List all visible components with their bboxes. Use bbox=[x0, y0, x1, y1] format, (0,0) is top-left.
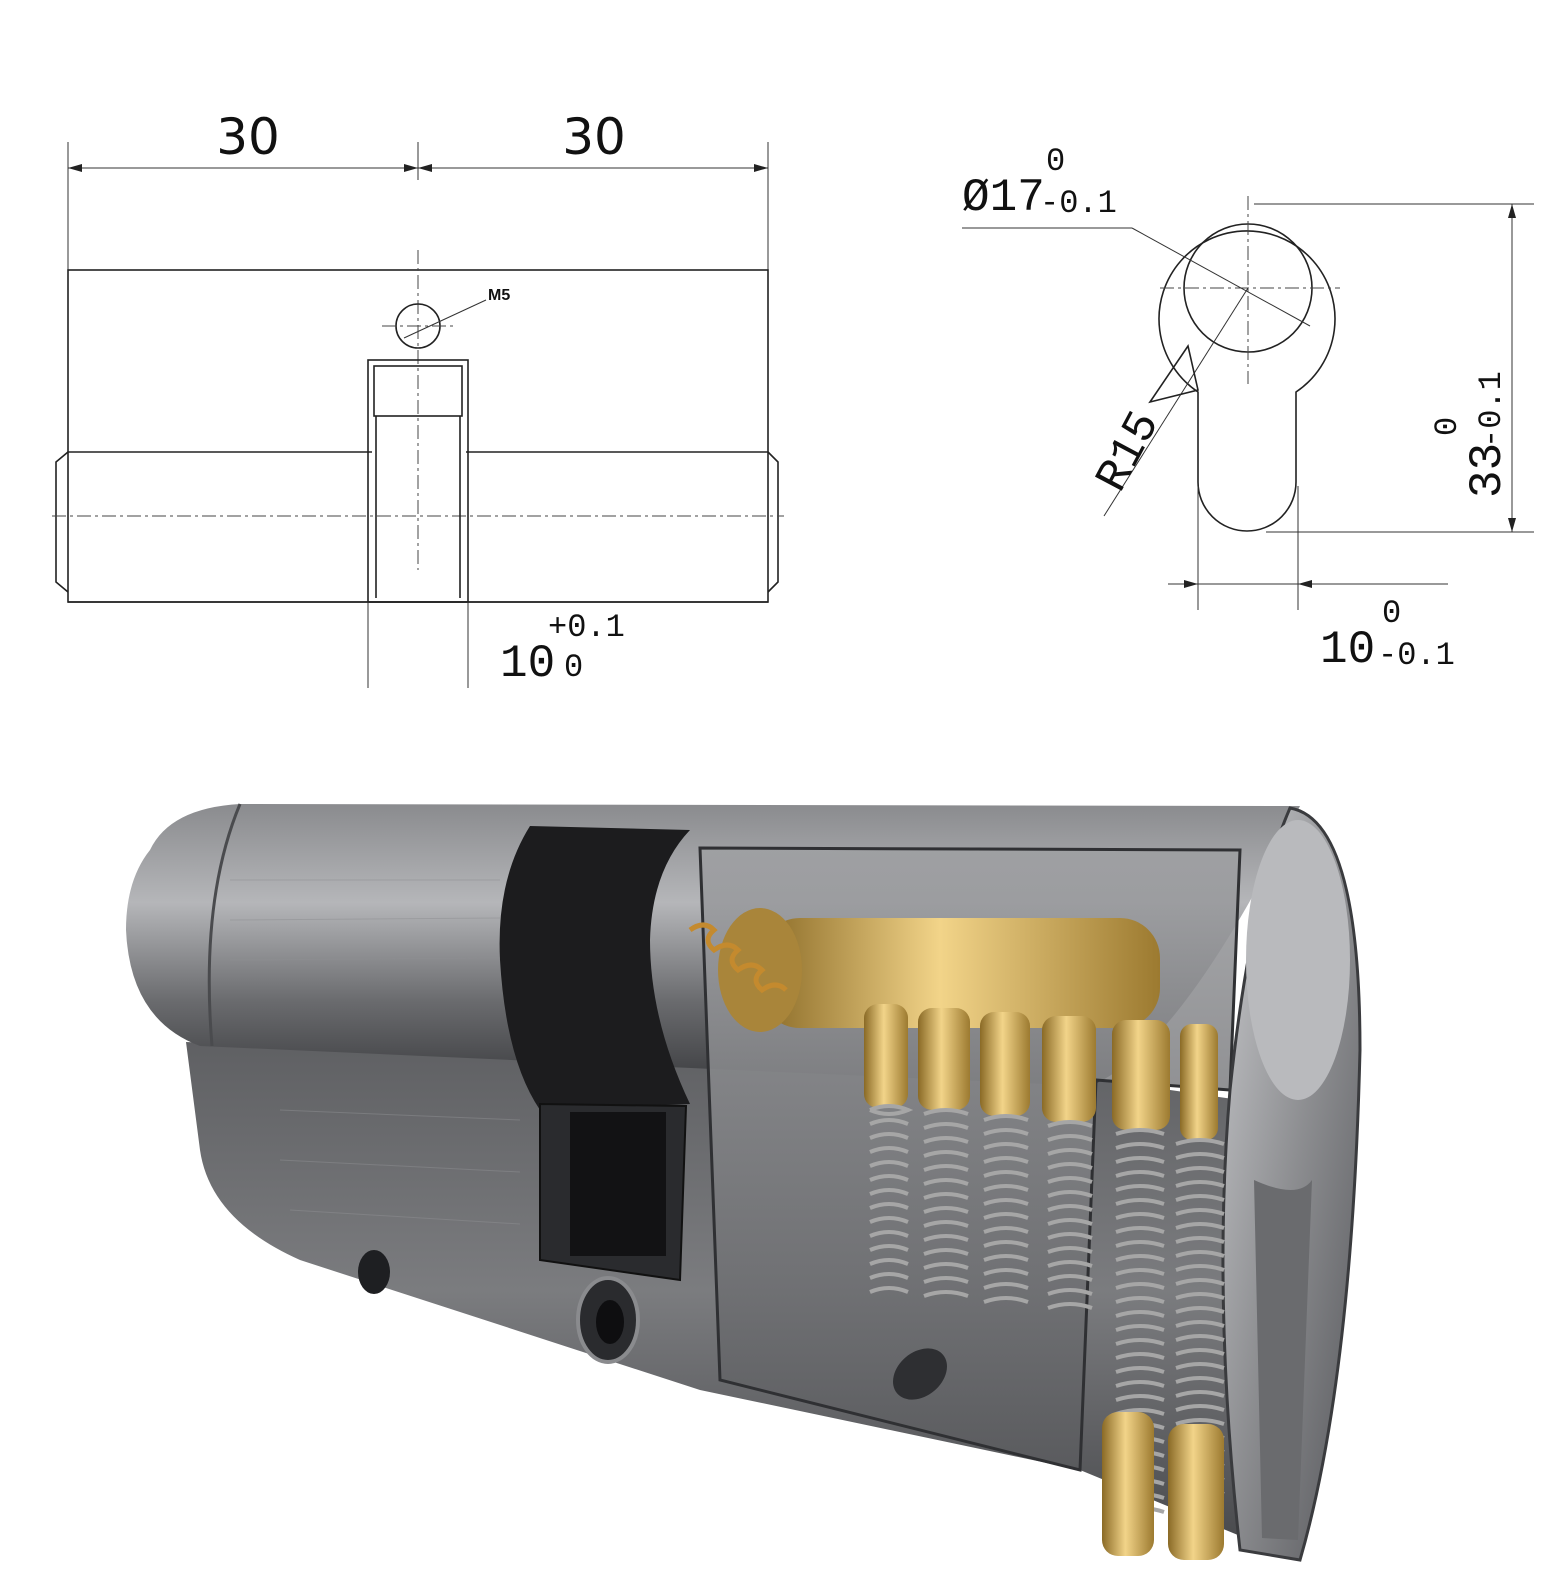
dim-right-length: 30 bbox=[562, 108, 626, 166]
height-upper: 0 bbox=[1429, 417, 1466, 436]
screw-hole-icon bbox=[358, 1250, 390, 1294]
cam-width-lower: 0 bbox=[564, 649, 583, 686]
diameter-main: Ø17 bbox=[962, 172, 1045, 224]
dim-left-length: 30 bbox=[216, 108, 280, 166]
width-upper: 0 bbox=[1382, 595, 1401, 632]
profile-view-drawing: Ø17 0 -0.1 R15 33 0 -0.1 10 0 -0.1 bbox=[962, 143, 1534, 676]
cylinder-cutaway-illustration bbox=[126, 803, 1362, 1562]
front-view-drawing: 30 30 M5 10 +0.1 0 bbox=[52, 108, 784, 690]
diameter-lower: -0.1 bbox=[1040, 185, 1117, 222]
pin-stack bbox=[864, 1004, 1218, 1140]
diameter-upper: 0 bbox=[1046, 143, 1065, 180]
width-lower: -0.1 bbox=[1378, 637, 1455, 674]
cam-width-upper: +0.1 bbox=[548, 609, 625, 646]
screw-label: M5 bbox=[488, 287, 510, 304]
height-lower: -0.1 bbox=[1473, 371, 1510, 448]
screw-hole-icon bbox=[893, 1348, 947, 1400]
height-main: 33 bbox=[1462, 443, 1514, 498]
radius-label: R15 bbox=[1086, 403, 1171, 501]
lower-pin bbox=[1102, 1412, 1154, 1556]
lower-pin bbox=[1168, 1424, 1224, 1560]
cam-width-main: 10 bbox=[500, 638, 555, 690]
width-main: 10 bbox=[1320, 624, 1375, 676]
